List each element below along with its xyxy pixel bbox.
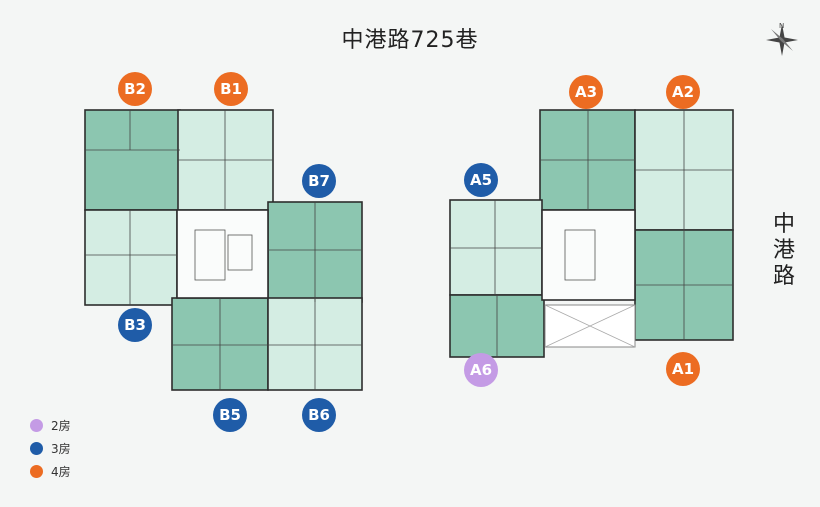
legend-swatch-2-rooms (30, 419, 43, 432)
legend-item-4-rooms: 4房 (30, 460, 71, 483)
building-b (84, 109, 363, 391)
legend-swatch-4-rooms (30, 465, 43, 478)
legend-label: 2房 (51, 419, 71, 433)
building-a (449, 109, 734, 358)
unit-badge-b7[interactable]: B7 (302, 164, 336, 198)
unit-badge-b3[interactable]: B3 (118, 308, 152, 342)
unit-badge-a3[interactable]: A3 (569, 75, 603, 109)
legend-item-3-rooms: 3房 (30, 437, 71, 460)
unit-badge-a1[interactable]: A1 (666, 352, 700, 386)
unit-badge-b5[interactable]: B5 (213, 398, 247, 432)
legend-label: 4房 (51, 465, 71, 479)
unit-badge-b6[interactable]: B6 (302, 398, 336, 432)
legend-label: 3房 (51, 442, 71, 456)
core-b (176, 209, 269, 299)
unit-b2-plan (84, 109, 181, 211)
unit-badge-a2[interactable]: A2 (666, 75, 700, 109)
unit-badge-b2[interactable]: B2 (118, 72, 152, 106)
unit-b3-plan (84, 209, 178, 306)
legend: 2房 3房 4房 (30, 414, 71, 483)
page-title: 中港路725巷 (341, 28, 479, 53)
road-label: 中港路 (772, 212, 795, 289)
core-a (541, 209, 636, 301)
unit-badge-b1[interactable]: B1 (214, 72, 248, 106)
compass-icon (766, 24, 798, 56)
legend-item-2-rooms: 2房 (30, 414, 71, 437)
unit-a5-plan (449, 199, 543, 296)
legend-swatch-3-rooms (30, 442, 43, 455)
unit-badge-a5[interactable]: A5 (464, 163, 498, 197)
unit-badge-a6[interactable]: A6 (464, 353, 498, 387)
